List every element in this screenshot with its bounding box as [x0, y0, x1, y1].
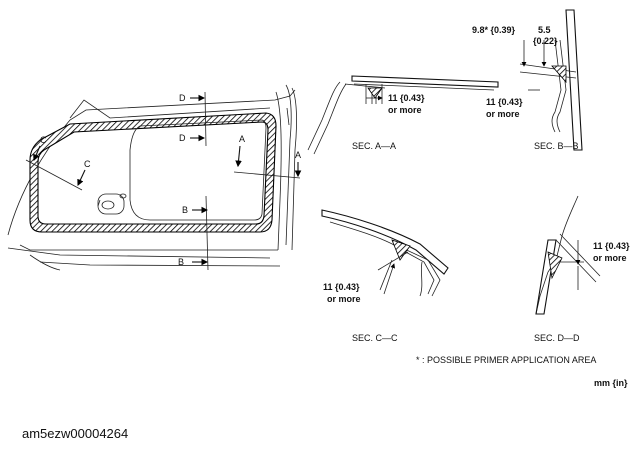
sec-a-or-more: or more [388, 105, 422, 115]
quarter-window-view: A A B B C C D D [7, 84, 302, 271]
sec-a-title: SEC. A—A [352, 141, 396, 151]
cut-label-c-bottom: C [84, 159, 91, 169]
primer-note: * : POSSIBLE PRIMER APPLICATION AREA [416, 355, 596, 365]
sec-b-dim-11: 11 {0.43} [486, 97, 523, 107]
sec-b-dim-98: 9.8* {0.39} [472, 25, 516, 35]
sec-d-or-more: or more [593, 253, 627, 263]
sec-b-or-more: or more [486, 109, 520, 119]
sec-b-title: SEC. B—B [534, 141, 579, 151]
sec-d-title: SEC. D—D [534, 333, 580, 343]
cut-label-a-left: A [239, 134, 245, 144]
sec-d-dim: 11 {0.43} [593, 241, 630, 251]
sec-b-dim-022: {0.22} [533, 36, 558, 46]
cut-label-c-top: C [40, 135, 47, 145]
units-note: mm {in} [594, 378, 628, 388]
sec-c-title: SEC. C—C [352, 333, 398, 343]
sec-b-dim-55: 5.5 [538, 25, 551, 35]
cut-label-d-bottom: D [179, 133, 186, 143]
sec-a-dim: 11 {0.43} [388, 93, 425, 103]
sec-c-dim: 11 {0.43} [323, 282, 360, 292]
section-a-a: 11 {0.43} or more SEC. A—A [307, 75, 499, 155]
sec-c-or-more: or more [327, 294, 361, 304]
image-id-caption: am5ezw00004264 [22, 426, 129, 441]
section-d-d: 11 {0.43} or more SEC. D—D [534, 195, 630, 343]
section-b-b: 9.8* {0.39} 5.5 {0.22} 11 {0.43} or more… [472, 9, 583, 151]
cut-label-b-top: B [182, 205, 188, 215]
section-c-c: 11 {0.43} or more SEC. C—C [321, 209, 449, 343]
cut-label-b-bottom: B [178, 257, 184, 267]
cut-label-a-right: A [295, 150, 301, 160]
cut-label-d-top: D [179, 93, 186, 103]
